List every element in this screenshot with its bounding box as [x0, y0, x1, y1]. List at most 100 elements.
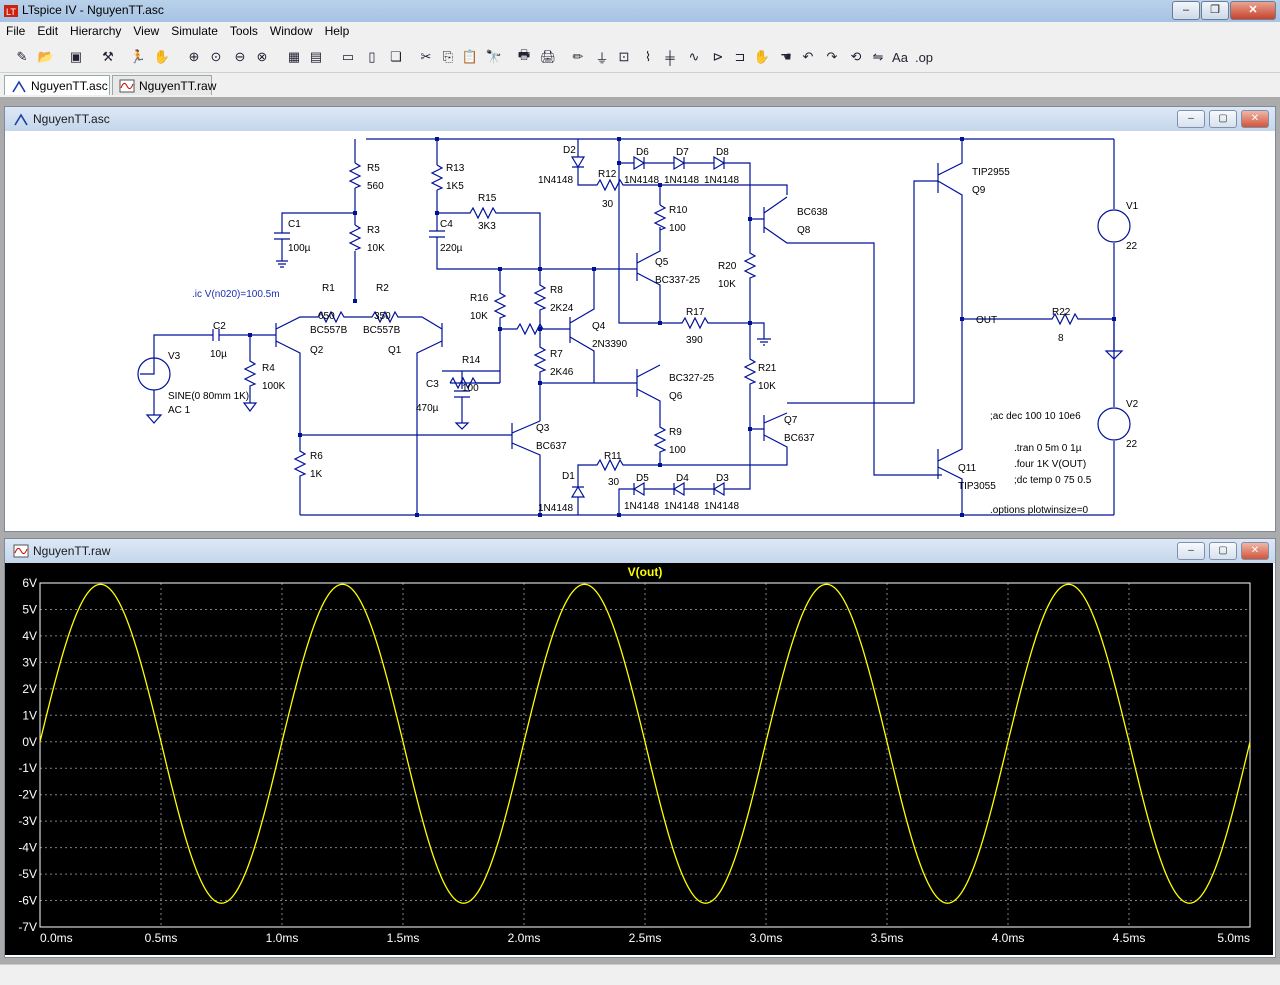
- ltspice-logo-icon: LT: [4, 5, 18, 17]
- undo-icon[interactable]: ↶: [802, 49, 814, 64]
- move-icon[interactable]: ✋: [753, 49, 771, 64]
- label-R11: R11: [604, 451, 622, 462]
- copy-icon[interactable]: ⎘: [442, 49, 454, 64]
- schematic-maximize-button[interactable]: ▢: [1209, 110, 1237, 128]
- find-icon[interactable]: 🔭: [485, 49, 503, 64]
- tab-schematic-label: NguyenTT.asc: [31, 79, 108, 93]
- run-icon[interactable]: 🏃: [129, 49, 147, 64]
- tab-schematic[interactable]: NguyenTT.asc: [4, 75, 110, 95]
- label-R14-value: 100: [462, 383, 479, 394]
- resistor-icon[interactable]: ⌇: [644, 49, 652, 64]
- schematic-minimize-button[interactable]: ‒: [1177, 110, 1205, 128]
- menu-hierarchy[interactable]: Hierarchy: [70, 24, 122, 38]
- menu-bar: File Edit Hierarchy View Simulate Tools …: [0, 22, 1280, 42]
- menu-window[interactable]: Window: [269, 24, 313, 38]
- restore-button[interactable]: ❐: [1201, 1, 1229, 20]
- tab-waveform[interactable]: NguyenTT.raw: [112, 75, 216, 95]
- print-icon[interactable]: 🖨: [539, 49, 557, 64]
- menu-view[interactable]: View: [133, 24, 160, 38]
- label-D6: D6: [636, 147, 649, 158]
- autorange-icon[interactable]: ▦: [287, 49, 301, 64]
- zoom-pan-icon[interactable]: ⊙: [210, 49, 222, 64]
- label-R20-value: 10K: [718, 279, 736, 290]
- label-V3-sine: SINE(0 80mm 1K): [168, 391, 249, 402]
- label-R10-value: 100: [669, 223, 686, 234]
- open-icon[interactable]: 📂: [37, 49, 55, 64]
- label-D3: D3: [716, 473, 729, 484]
- label-R4-value: 100K: [262, 381, 286, 392]
- label-R9: R9: [669, 427, 682, 438]
- schematic-close-button[interactable]: ✕: [1241, 110, 1269, 128]
- control-panel-icon[interactable]: ⚒: [102, 49, 114, 64]
- label-C2: C2: [213, 321, 226, 332]
- tile-vertical-icon[interactable]: ▯: [368, 49, 376, 64]
- x-tick-label: 2.0ms: [508, 931, 541, 945]
- close-button[interactable]: ✕: [1230, 1, 1276, 20]
- inductor-icon[interactable]: ∿: [688, 49, 700, 64]
- x-tick-label: 0.5ms: [145, 931, 178, 945]
- zoom-out-icon[interactable]: ⊖: [234, 49, 246, 64]
- label-R17: R17: [686, 307, 705, 318]
- halt-icon[interactable]: ✋: [153, 49, 171, 64]
- schematic-icon: [14, 113, 28, 126]
- spice-directive-icon[interactable]: .op: [914, 49, 934, 65]
- waveform-minimize-button[interactable]: ‒: [1177, 542, 1205, 560]
- new-schematic-icon[interactable]: ✎: [16, 49, 28, 64]
- grid-icon[interactable]: ▤: [309, 49, 323, 64]
- zoom-fit-icon[interactable]: ⊗: [256, 49, 268, 64]
- schematic-window-titlebar: NguyenTT.asc ‒ ▢ ✕: [5, 107, 1275, 131]
- cascade-icon[interactable]: ❏: [390, 49, 402, 64]
- text-icon[interactable]: Aa: [892, 49, 908, 65]
- zoom-in-icon[interactable]: ⊕: [188, 49, 200, 64]
- tile-horizontal-icon[interactable]: ▭: [341, 49, 355, 64]
- paste-icon[interactable]: 📋: [461, 49, 479, 64]
- save-icon[interactable]: ▣: [69, 49, 83, 64]
- label-R10: R10: [669, 205, 688, 216]
- y-tick-label: 1V: [22, 708, 37, 722]
- waveform-close-button[interactable]: ✕: [1241, 542, 1269, 560]
- y-tick-label: -3V: [18, 814, 37, 828]
- label-R9-value: 100: [669, 445, 686, 456]
- print-setup-icon[interactable]: 🖶: [517, 47, 531, 62]
- menu-help[interactable]: Help: [324, 24, 350, 38]
- y-tick-label: 4V: [22, 629, 37, 643]
- menu-edit[interactable]: Edit: [37, 24, 59, 38]
- label-R21: R21: [758, 363, 777, 374]
- wire-icon[interactable]: ✏: [572, 49, 584, 64]
- ground-icon[interactable]: ⏚: [595, 50, 609, 66]
- plot-grid: [39, 582, 1251, 928]
- diode-icon[interactable]: ⊳: [712, 49, 724, 64]
- label-R2-value: 350: [374, 311, 391, 322]
- redo-icon[interactable]: ↷: [826, 49, 838, 64]
- rotate-icon[interactable]: ⟲: [850, 49, 862, 64]
- waveform-maximize-button[interactable]: ▢: [1209, 542, 1237, 560]
- label-R22-value: 8: [1058, 333, 1064, 344]
- label-ic-directive: .ic V(n020)=100.5m: [192, 289, 280, 300]
- drag-icon[interactable]: ☚: [780, 49, 792, 64]
- trace-label-vout[interactable]: V(out): [628, 565, 663, 579]
- menu-file[interactable]: File: [6, 24, 26, 38]
- component-icon[interactable]: ⊐: [734, 49, 746, 64]
- label-R1: R1: [322, 283, 335, 294]
- menu-simulate[interactable]: Simulate: [171, 24, 218, 38]
- minimize-button[interactable]: ‒: [1172, 1, 1200, 20]
- label-Q1-model: BC557B: [363, 325, 401, 336]
- menu-tools[interactable]: Tools: [229, 24, 258, 38]
- label-R8-value: 2K24: [550, 303, 574, 314]
- svg-text:LT: LT: [6, 7, 16, 17]
- cut-icon[interactable]: ✂: [420, 49, 432, 64]
- schematic-canvas[interactable]: R5 560 R3 10K C1 100µ R13 1K5 R15 3K3 C4…: [12, 133, 1274, 529]
- label-C1: C1: [288, 219, 301, 230]
- label-net-icon[interactable]: ⊡: [618, 49, 630, 64]
- capacitor-icon[interactable]: ╪: [665, 49, 675, 65]
- mirror-icon[interactable]: ⇋: [872, 49, 884, 64]
- label-Q9: Q9: [972, 185, 986, 196]
- label-V2-value: 22: [1126, 439, 1138, 450]
- label-Q5-model: BC337-25: [655, 275, 700, 286]
- label-Q11-model: TIP3055: [958, 481, 996, 492]
- x-tick-label: 5.0ms: [1217, 931, 1250, 945]
- trace-vout: [39, 583, 1251, 904]
- waveform-plot[interactable]: V(out) 6V5V4V3V2V1V0V-1V-2V-3V-4V-5V-6V-…: [5, 563, 1273, 955]
